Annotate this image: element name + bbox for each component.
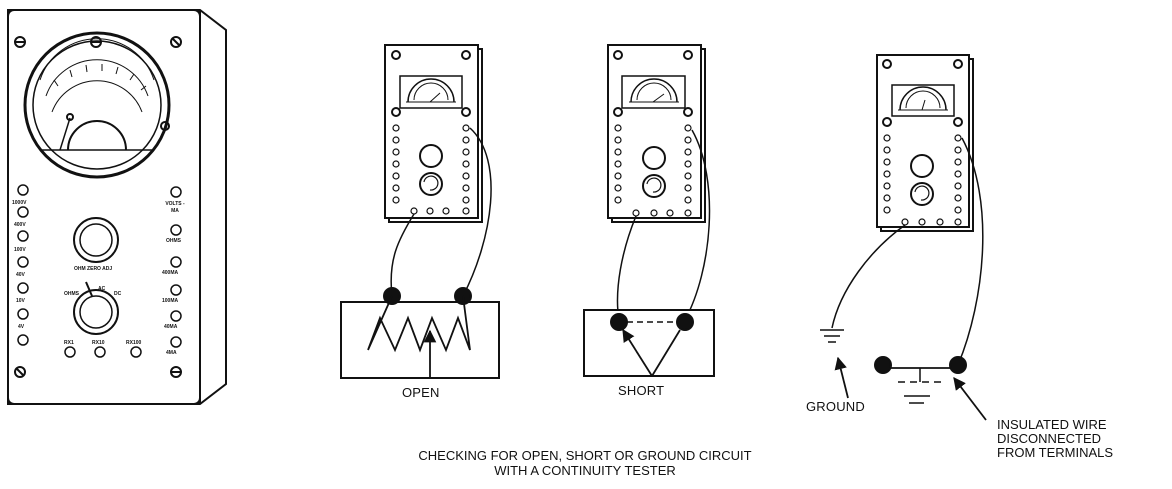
terminal-label-400ma: 400MA <box>162 270 179 276</box>
terminal-label-100v: 100V <box>14 247 26 253</box>
terminal-label-40ma: 40MA <box>164 324 178 330</box>
terminal-label-ohms: OHMS <box>166 238 181 244</box>
knob-caption: OHM ZERO ADJ <box>74 266 113 272</box>
terminal-label-4ma: 4MA <box>166 350 177 356</box>
insulated-line-1: INSULATED WIRE <box>997 417 1107 432</box>
label-open: OPEN <box>402 385 440 400</box>
tester-open <box>340 44 500 379</box>
terminal-label-1000v: 1000V <box>12 200 27 206</box>
selector-label-ac: AC <box>98 286 106 292</box>
terminal-label-volts-ma: VOLTS -MA <box>165 201 185 214</box>
terminal-label-4v: 4V <box>18 324 25 330</box>
selector-label-ohms: OHMS <box>64 291 79 297</box>
terminal-label-10v: 10V <box>16 298 25 304</box>
terminal-label-100ma: 100MA <box>162 298 179 304</box>
caption-line-2: WITH A CONTINUITY TESTER <box>494 463 676 478</box>
label-ground: GROUND <box>806 399 865 414</box>
terminal-label-400v: 400V <box>14 222 26 228</box>
label-insulated-wire: INSULATED WIRE DISCONNECTED FROM TERMINA… <box>997 418 1113 460</box>
bottom-label-rx10: RX10 <box>92 340 105 346</box>
label-short: SHORT <box>618 383 665 398</box>
selector-label-dc: DC <box>114 291 122 297</box>
multimeter-large <box>7 9 227 405</box>
insulated-line-2: DISCONNECTED <box>997 431 1102 446</box>
caption-line-1: CHECKING FOR OPEN, SHORT OR GROUND CIRCU… <box>418 448 752 463</box>
terminal-label-40v: 40V <box>16 272 25 278</box>
bottom-label-rx1: RX1 <box>64 340 74 346</box>
tester-ground <box>820 54 987 421</box>
figure-caption: CHECKING FOR OPEN, SHORT OR GROUND CIRCU… <box>345 448 825 478</box>
insulated-line-3: FROM TERMINALS <box>997 445 1114 460</box>
tester-short <box>583 44 715 377</box>
bottom-label-rx100: RX100 <box>126 340 142 346</box>
